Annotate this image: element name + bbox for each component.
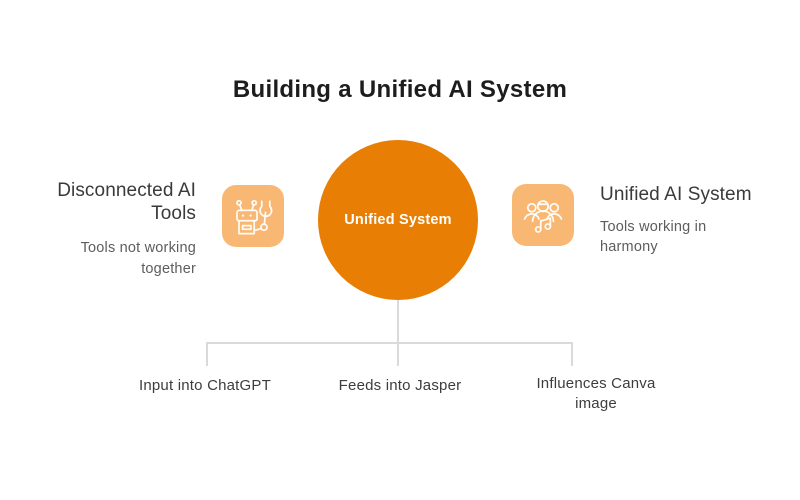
left-section-subtitle: Tools not working together [80, 240, 196, 277]
people-harmony-icon [512, 184, 574, 246]
left-section-title: Disconnected AI Tools [57, 180, 196, 225]
robot-wrench-icon [222, 185, 284, 247]
right-section-title: Unified AI System [600, 184, 752, 205]
right-section: Unified AI System Tools working in harmo… [600, 183, 780, 258]
left-section: Disconnected AI Tools Tools not working … [46, 179, 196, 279]
unified-system-label: Unified System [344, 212, 452, 228]
output-label-chatgpt: Input into ChatGPT [138, 377, 271, 394]
unified-system-node: Unified System [318, 140, 478, 300]
right-section-subtitle: Tools working in harmony [600, 219, 707, 256]
output-label-canva: Influences Canva image [536, 375, 656, 413]
connector-drop-right [571, 342, 573, 366]
connector-line-horizontal [207, 342, 573, 344]
page-title: Building a Unified AI System [232, 76, 568, 103]
connector-drop-left [206, 342, 208, 366]
connector-line-vertical [397, 300, 399, 366]
output-label-jasper: Feeds into Jasper [338, 377, 462, 394]
